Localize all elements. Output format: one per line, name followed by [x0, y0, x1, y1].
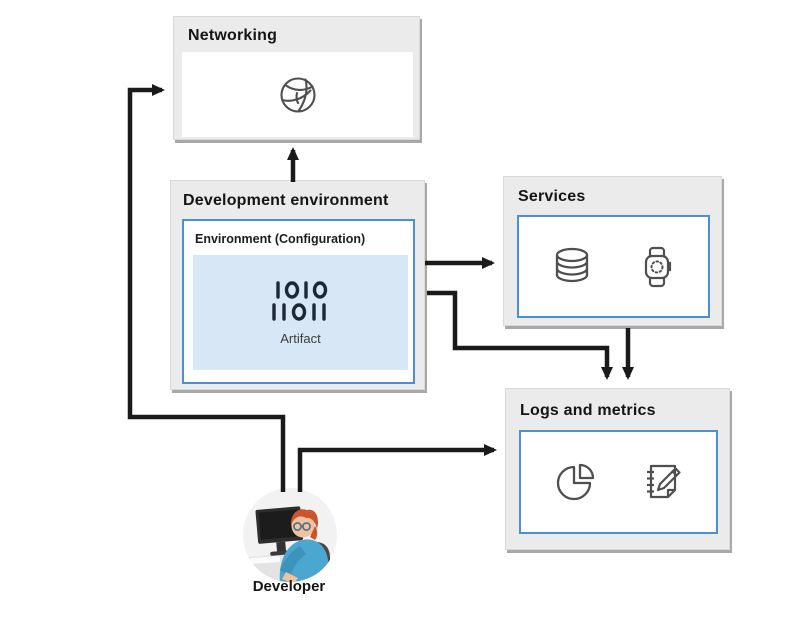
glasses-shape [293, 522, 311, 531]
environment-configuration-label: Environment (Configuration) [195, 232, 366, 246]
development-environment-title: Development environment [183, 192, 389, 209]
networking-box: Networking [173, 16, 420, 140]
database-icon [555, 247, 588, 282]
logs-and-metrics-box: Logs and metrics [505, 388, 730, 550]
artifact-panel: Artifact [193, 255, 408, 370]
pie-chart-icon [556, 463, 594, 501]
development-environment-box: Development environment Environment (Con… [170, 180, 425, 390]
globe-icon [279, 76, 316, 113]
developer-illustration [243, 488, 337, 582]
smartwatch-icon [644, 246, 671, 287]
artifact-label: Artifact [280, 330, 321, 346]
logs-and-metrics-panel [519, 430, 718, 534]
notebook-pencil-icon [646, 464, 681, 499]
networking-title: Networking [188, 27, 278, 44]
services-panel [517, 215, 710, 318]
logs-and-metrics-title: Logs and metrics [520, 402, 656, 419]
environment-configuration-panel: Environment (Configuration) Artifact [182, 219, 415, 384]
services-box: Services [503, 176, 722, 326]
networking-panel [182, 52, 413, 137]
services-title: Services [518, 188, 586, 205]
developer-label: Developer [252, 578, 326, 595]
monitor-shape [255, 506, 303, 556]
binary-artifact-icon [271, 280, 327, 321]
